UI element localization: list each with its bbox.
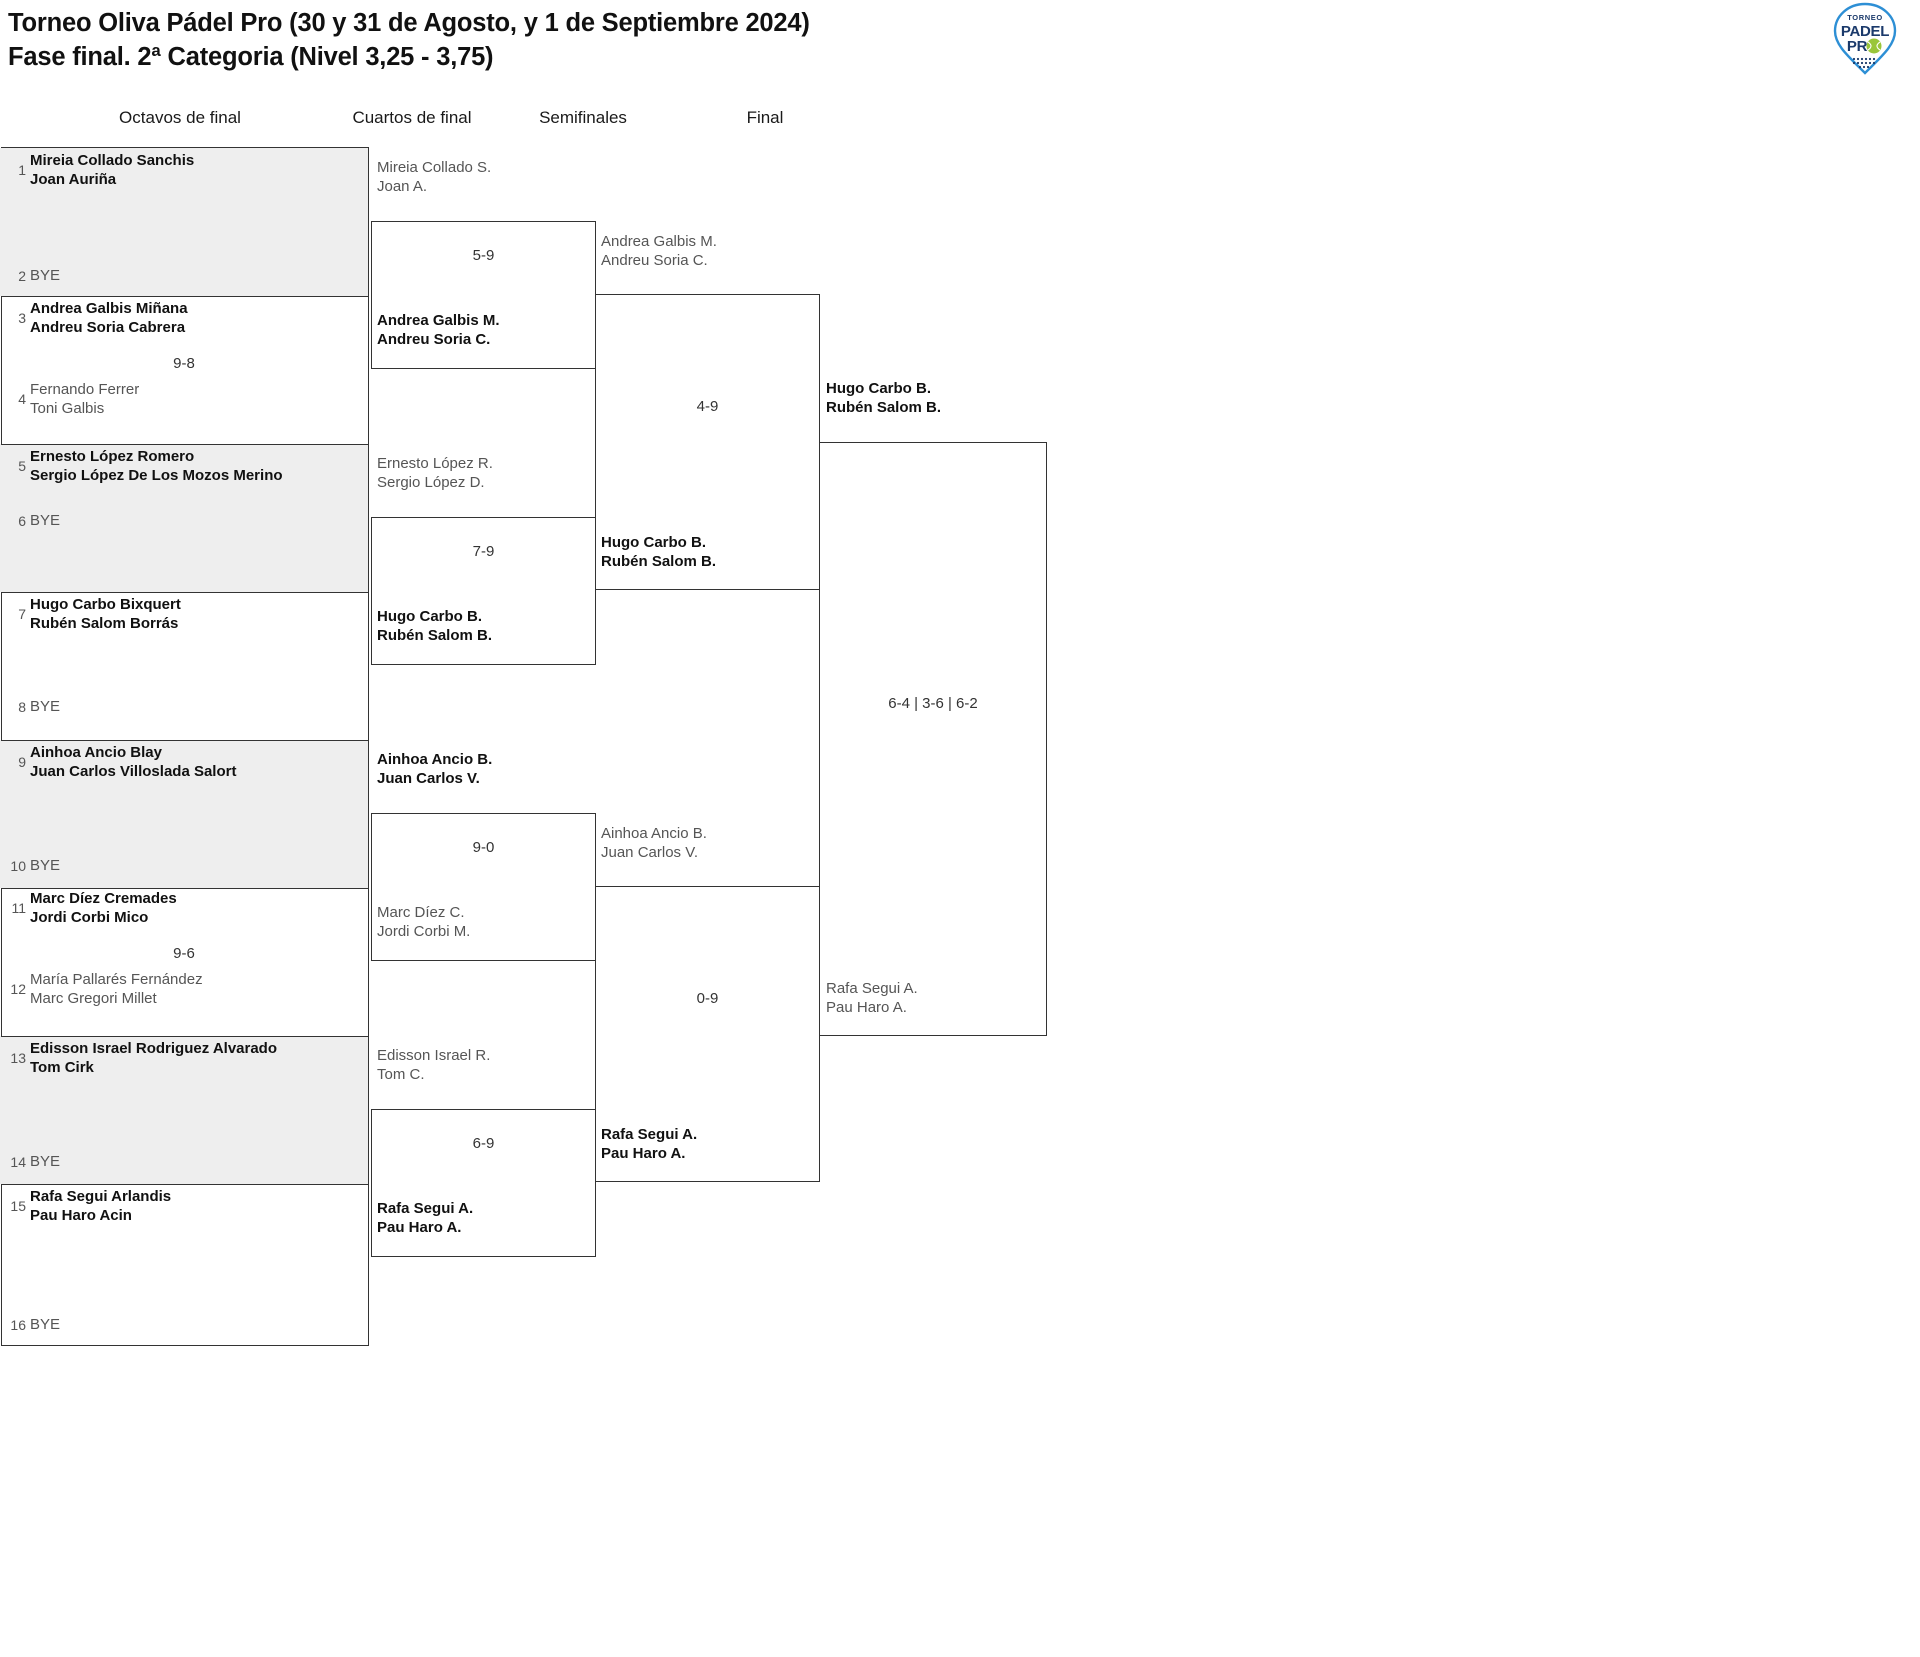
r16-separator-4 xyxy=(1,740,369,741)
seed-number: 13 xyxy=(10,1050,26,1066)
qf-4-bottom-players: Rafa Segui A. Pau Haro A. xyxy=(377,1200,474,1236)
r16-score-6: 9-6 xyxy=(173,945,195,962)
player-names: Rafa Segui Arlandis Pau Haro Acin xyxy=(30,1188,172,1224)
seed-number: 5 xyxy=(18,458,26,474)
bye-label: BYE xyxy=(30,698,61,715)
seed-number: 16 xyxy=(10,1317,26,1333)
seed-number: 10 xyxy=(10,858,26,874)
qf-2-top-players: Ernesto López R. Sergio López D. xyxy=(377,455,493,491)
qf-match-box-2[interactable] xyxy=(371,517,596,665)
player-names: Mireia Collado Sanchis Joan Auriña xyxy=(30,152,195,188)
sf-2-top-players: Ainhoa Ancio B. Juan Carlos V. xyxy=(601,825,707,861)
seed-number: 8 xyxy=(18,699,26,715)
qf-3-top-players: Ainhoa Ancio B. Juan Carlos V. xyxy=(377,751,493,787)
qf-match-box-4[interactable] xyxy=(371,1109,596,1257)
qf-2-bottom-players: Hugo Carbo B. Rubén Salom B. xyxy=(377,608,493,644)
qf-4-score: 6-9 xyxy=(472,1135,495,1152)
sf-2-score: 0-9 xyxy=(696,990,719,1007)
round-header-semifinales: Semifinales xyxy=(539,108,627,127)
round-header-final: Final xyxy=(746,108,784,127)
seed-number: 14 xyxy=(10,1154,26,1170)
final-bottom-players: Rafa Segui A. Pau Haro A. xyxy=(826,980,918,1016)
r16-band-5 xyxy=(0,740,368,888)
r16-separator-5 xyxy=(1,888,369,889)
final-match-box[interactable] xyxy=(819,442,1047,1036)
sf-1-score: 4-9 xyxy=(696,398,719,415)
svg-text:PADEL: PADEL xyxy=(1841,23,1889,40)
seed-number: 12 xyxy=(10,981,26,997)
svg-text:PR: PR xyxy=(1847,38,1868,55)
sf-1-bottom-players: Hugo Carbo B. Rubén Salom B. xyxy=(601,534,717,570)
r16-band-7 xyxy=(0,1036,368,1184)
page-title-line-2: Fase final. 2ª Categoria (Nivel 3,25 - 3… xyxy=(8,43,494,71)
seed-number: 4 xyxy=(18,391,26,407)
r16-separator-1 xyxy=(1,296,369,297)
qf-1-bottom-players: Andrea Galbis M. Andreu Soria C. xyxy=(377,312,500,348)
round-header-cuartos: Cuartos de final xyxy=(352,108,472,127)
bye-label: BYE xyxy=(30,1153,61,1170)
seed-number: 9 xyxy=(18,754,26,770)
seed-number: 2 xyxy=(18,268,26,284)
sf-1-top-players: Andrea Galbis M. Andreu Soria C. xyxy=(601,233,717,269)
player-names: Edisson Israel Rodriguez Alvarado Tom Ci… xyxy=(30,1040,278,1076)
padel-racket-logo-icon: TORNEO PADEL PR xyxy=(1833,2,1897,75)
sf-2-bottom-players: Rafa Segui A. Pau Haro A. xyxy=(601,1126,698,1162)
qf-3-bottom-players: Marc Díez C. Jordi Corbi M. xyxy=(377,904,471,940)
r16-separator-6 xyxy=(1,1036,369,1037)
player-names: Hugo Carbo Bixquert Rubén Salom Borrás xyxy=(30,596,181,632)
round-header-octavos: Octavos de final xyxy=(119,108,241,127)
qf-2-score: 7-9 xyxy=(472,543,495,560)
bye-label: BYE xyxy=(30,857,61,874)
r16-separator-3 xyxy=(1,592,369,593)
seed-number: 7 xyxy=(18,606,26,622)
tournament-logo: TORNEO PADEL PR xyxy=(1826,2,1904,76)
final-score: 6-4 | 3-6 | 6-2 xyxy=(888,695,978,712)
qf-4-top-players: Edisson Israel R. Tom C. xyxy=(377,1047,491,1083)
r16-band-1 xyxy=(0,148,368,296)
page-title-line-1: Torneo Oliva Pádel Pro (30 y 31 de Agost… xyxy=(8,9,810,37)
bye-label: BYE xyxy=(30,1316,61,1333)
qf-3-score: 9-0 xyxy=(472,839,495,856)
r16-separator-2 xyxy=(1,444,369,445)
seed-number: 1 xyxy=(18,162,26,178)
qf-1-score: 5-9 xyxy=(472,247,495,264)
player-names: Marc Díez Cremades Jordi Corbi Mico xyxy=(30,890,177,926)
bye-label: BYE xyxy=(30,267,61,284)
r16-separator-7 xyxy=(1,1184,369,1185)
seed-number: 6 xyxy=(18,513,26,529)
seed-number: 11 xyxy=(11,900,26,916)
player-names: Fernando Ferrer Toni Galbis xyxy=(30,381,140,417)
qf-1-top-players: Mireia Collado S. Joan A. xyxy=(377,159,492,195)
title-block: Torneo Oliva Pádel Pro (30 y 31 de Agost… xyxy=(8,6,810,74)
svg-text:TORNEO: TORNEO xyxy=(1847,13,1883,22)
seed-number: 3 xyxy=(18,310,26,326)
final-top-players: Hugo Carbo B. Rubén Salom B. xyxy=(826,380,942,416)
seed-number: 15 xyxy=(10,1198,26,1214)
player-names: Andrea Galbis Miñana Andreu Soria Cabrer… xyxy=(30,300,188,336)
r16-score-2: 9-8 xyxy=(173,355,195,372)
player-names: Ainhoa Ancio Blay Juan Carlos Villoslada… xyxy=(30,744,237,780)
player-names: María Pallarés Fernández Marc Gregori Mi… xyxy=(30,971,203,1007)
bye-label: BYE xyxy=(30,512,61,529)
r16-band-3 xyxy=(0,444,368,592)
player-names: Ernesto López Romero Sergio López De Los… xyxy=(30,448,283,484)
page-header: Torneo Oliva Pádel Pro (30 y 31 de Agost… xyxy=(0,0,1920,95)
